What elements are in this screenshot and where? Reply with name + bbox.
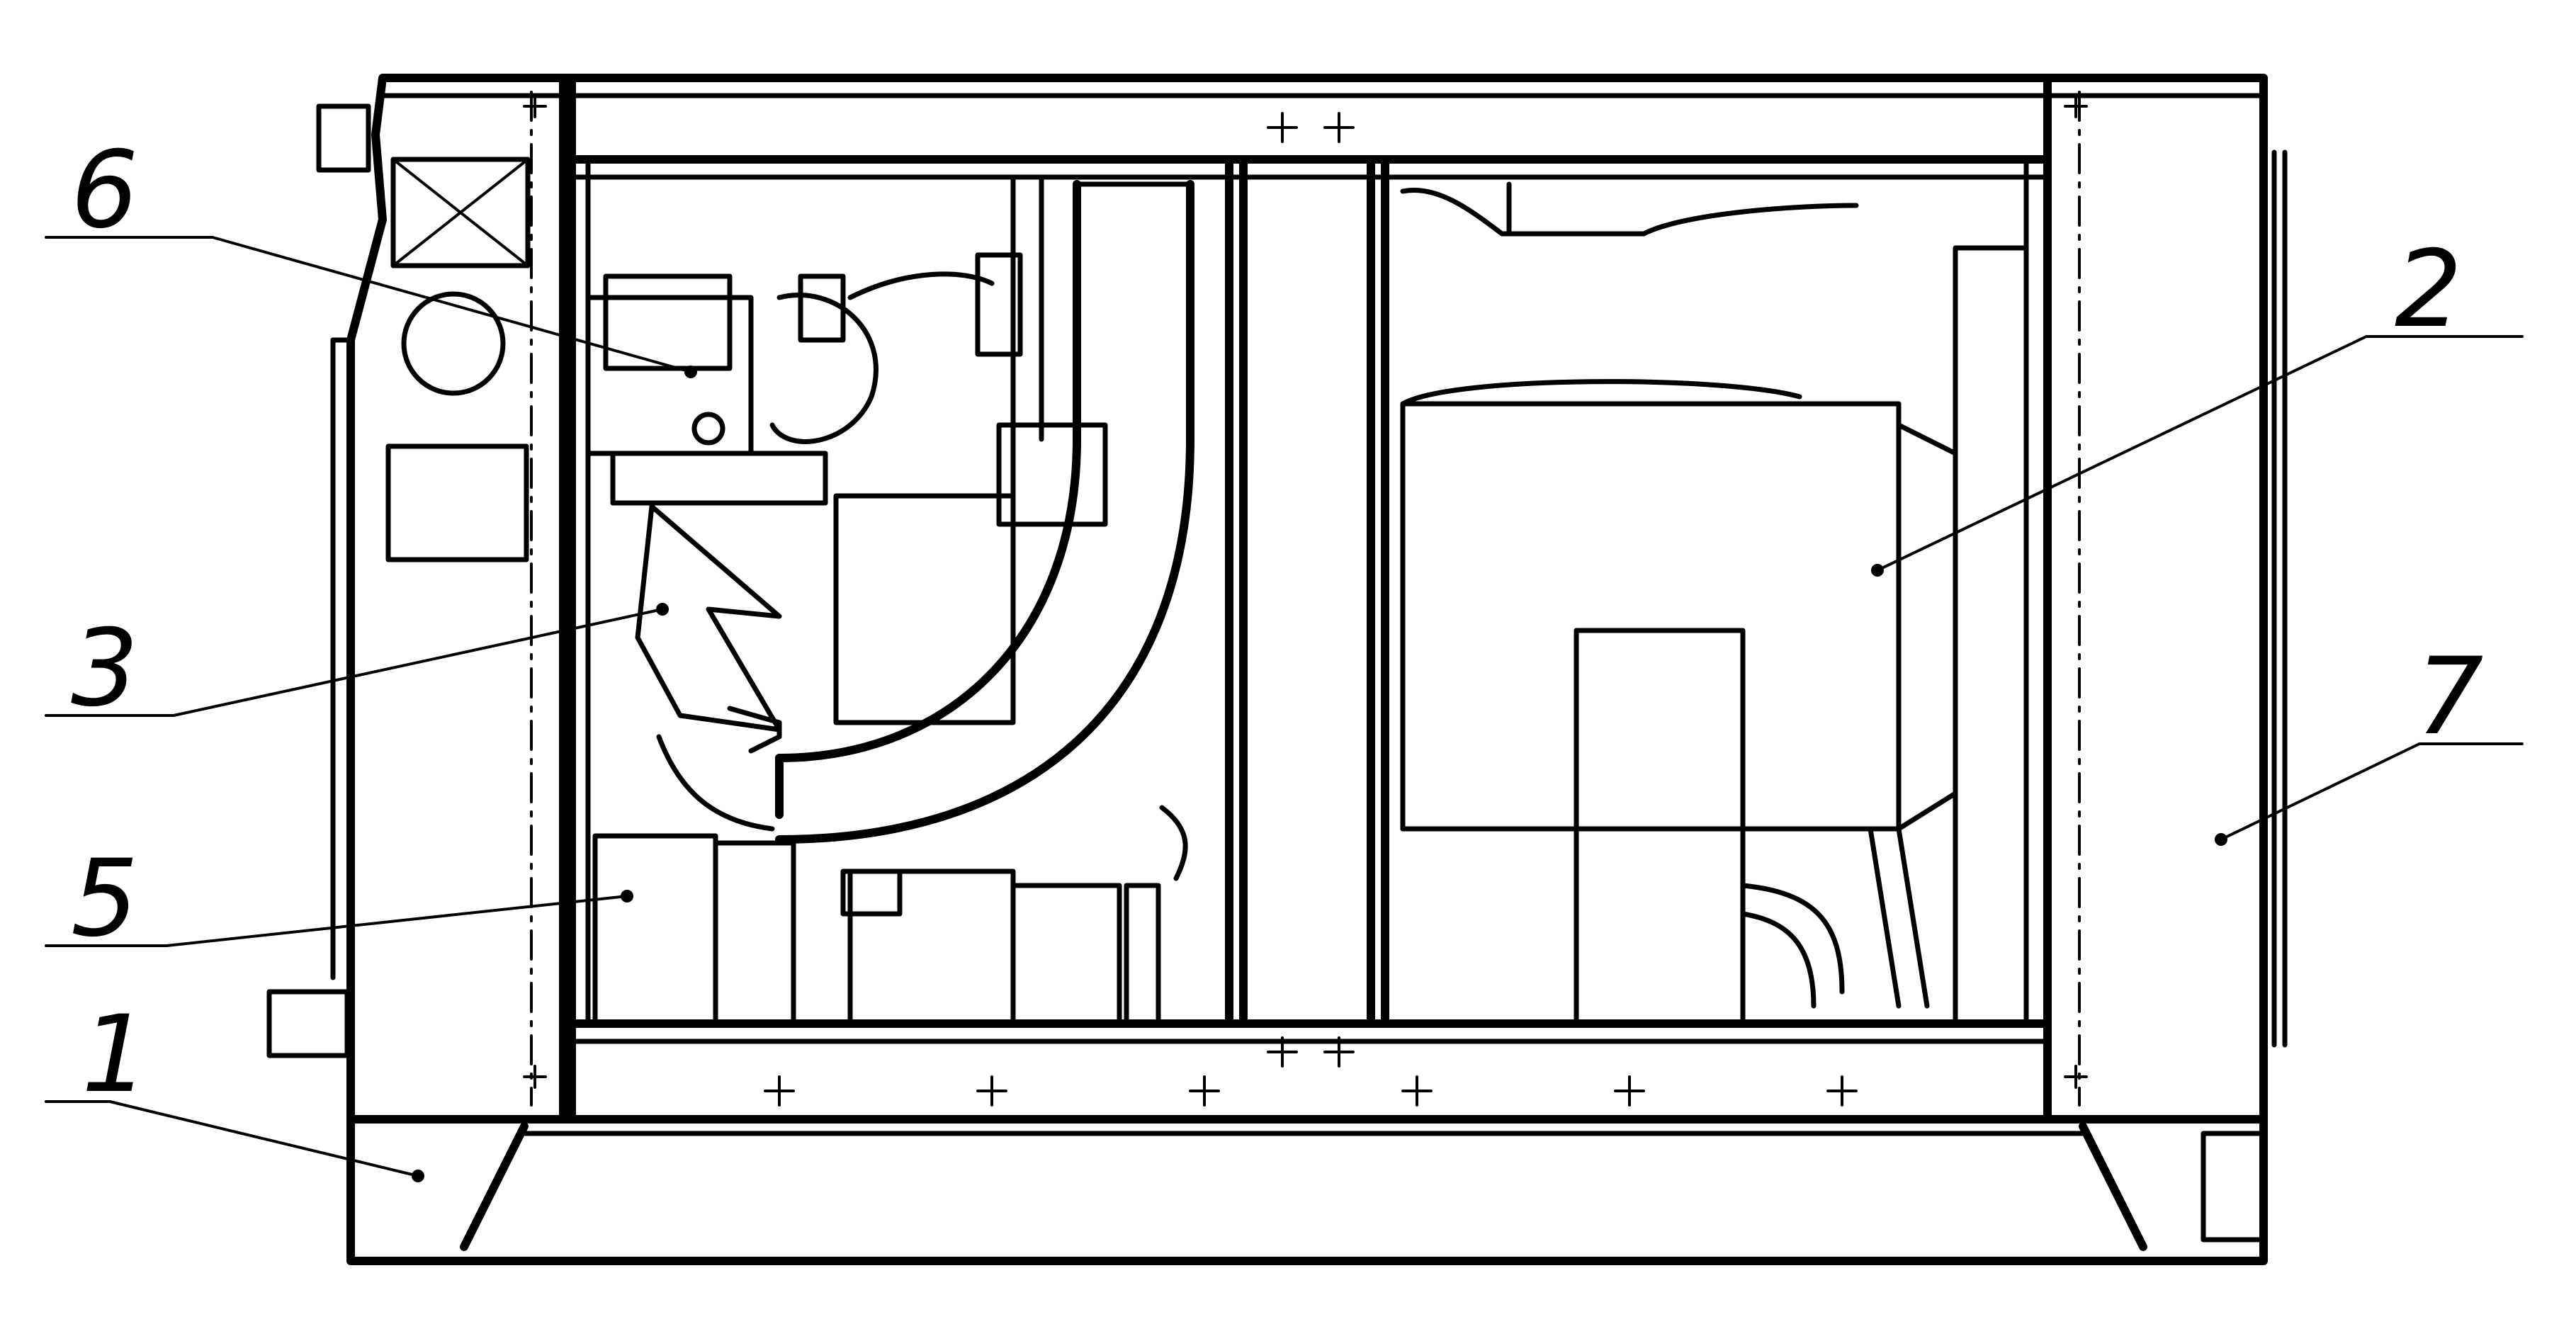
callout-label-3: 3 xyxy=(71,607,138,730)
left-end-panel xyxy=(266,74,591,1124)
central-column xyxy=(1225,155,1389,1028)
fastener-markers xyxy=(523,94,2088,1107)
callout-label-5: 5 xyxy=(71,837,138,961)
callout-label-2: 2 xyxy=(2395,228,2462,351)
base-frame xyxy=(346,1115,2268,1265)
right-end-panel xyxy=(2023,74,2288,1124)
alternator xyxy=(1400,181,2029,1026)
enclosure-frame xyxy=(346,74,2268,1124)
callout-label-1: 1 xyxy=(81,993,149,1116)
exhaust-pipe xyxy=(775,180,1194,1026)
callout-label-6: 6 xyxy=(71,129,138,252)
engine-assembly xyxy=(585,174,1122,1026)
callout-label-7: 7 xyxy=(2416,635,2483,759)
callout-leaders xyxy=(45,236,2524,1182)
